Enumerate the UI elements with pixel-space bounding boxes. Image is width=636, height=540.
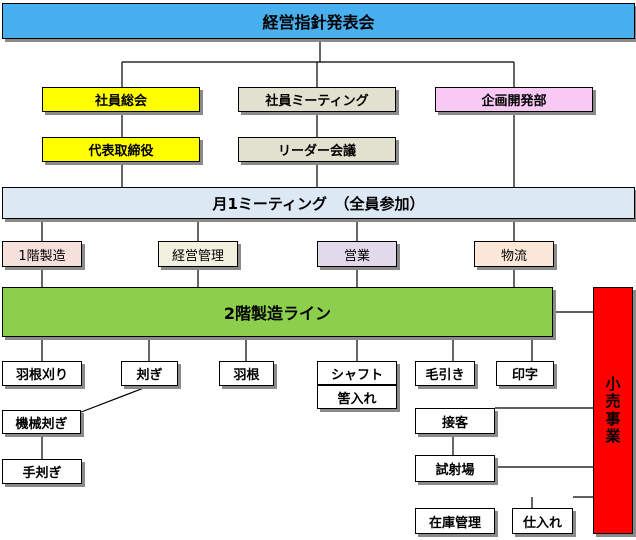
node-retail: 小売事業 xyxy=(593,287,633,534)
node-eigyo: 営業 xyxy=(317,241,397,267)
node-shiire: 仕入れ xyxy=(512,508,573,534)
node-kehiki: 毛引き xyxy=(415,361,475,386)
node-kikaku: 企画開発部 xyxy=(435,87,593,112)
node-daihyo: 代表取締役 xyxy=(42,137,200,162)
node-zaiko: 在庫管理 xyxy=(415,508,495,534)
retail-char: 売 xyxy=(605,392,621,411)
retail-char: 小 xyxy=(605,375,621,393)
node-shain-sokai: 社員総会 xyxy=(42,87,200,112)
node-shaft: シャフト xyxy=(317,361,397,385)
node-monthly: 月1ミーティング （全員参加） xyxy=(2,187,635,219)
node-keiei-kanri: 経営管理 xyxy=(158,241,238,267)
retail-char: 事 xyxy=(605,409,621,428)
node-te-togi: 手刔ぎ xyxy=(2,459,82,484)
node-hanekari: 羽根刈り xyxy=(2,361,82,386)
node-leader: リーダー会議 xyxy=(238,137,396,162)
node-hane: 羽根 xyxy=(219,361,274,386)
retail-char: 業 xyxy=(605,426,621,445)
node-togi: 刔ぎ xyxy=(121,361,178,386)
node-shajo: 試射場 xyxy=(415,455,495,482)
node-line2: 2階製造ライン xyxy=(2,287,553,337)
node-kikai-togi: 機械刔ぎ xyxy=(2,410,81,434)
node-shain-meeting: 社員ミーティング xyxy=(238,87,396,112)
node-floor1: 1階製造 xyxy=(2,241,82,267)
node-hazu: 筈入れ xyxy=(317,385,397,409)
node-butsuryu: 物流 xyxy=(474,241,554,267)
node-sekkyaku: 接客 xyxy=(415,408,495,434)
node-inji: 印字 xyxy=(496,361,554,386)
node-top: 経営指針発表会 xyxy=(2,3,635,39)
